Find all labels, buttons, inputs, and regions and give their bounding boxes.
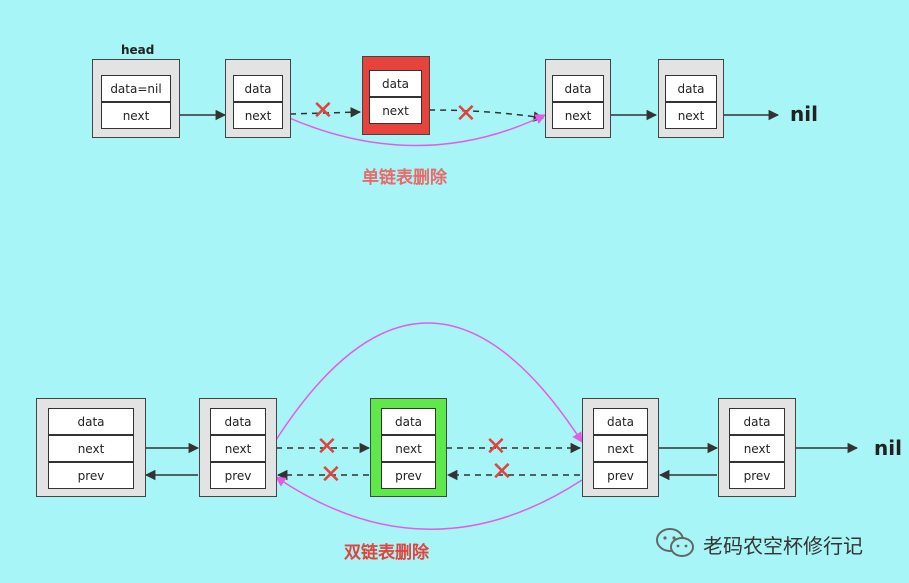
double-node-0-cell-1: next [48,435,134,462]
single-node-1-cell-0: data [233,75,283,102]
single-node-3-cell-1: next [552,102,604,129]
double-nil-label: nil [874,436,902,460]
single-node-2-cell-1: next [369,97,422,124]
single-link-deleted-to-node3 [428,109,545,122]
double-node-3-cell-0: data [593,408,648,435]
double-node-4-cell-2: prev [729,462,785,489]
single-node-3-cell-0: data [552,75,604,102]
single-cross-1: ✕ [312,96,334,126]
double-cross-prev-2: ✕ [491,457,513,487]
double-bypass-prev-arc [275,476,583,530]
double-node-0-cell-0: data [48,408,134,435]
double-node-2-cell-2: prev [381,462,436,489]
wechat-logo-icon [656,528,694,557]
single-node-2-cell-0: data [369,70,422,97]
single-node-1-cell-1: next [233,102,283,129]
watermark-text: 老码农空杯修行记 [703,534,863,558]
double-cross-next-2: ✕ [485,432,507,462]
single-link-node1-to-deleted [289,107,362,118]
single-node-0-cell-0: data=nil [101,75,171,102]
single-bypass-arc [286,114,546,147]
double-node-1-cell-1: next [210,435,266,462]
single-node-4-cell-0: data [665,75,717,102]
double-cross-next-1: ✕ [316,432,338,462]
double-node-3-cell-1: next [593,435,648,462]
single-node-0-cell-1: next [101,102,171,129]
double-cross-prev-1: ✕ [320,460,342,490]
single-cross-2: ✕ [455,99,477,129]
double-node-0-cell-2: prev [48,462,134,489]
head-label: head [121,43,155,57]
double-node-4-cell-0: data [729,408,785,435]
double-list-caption: 双链表删除 [344,543,429,563]
double-node-1-cell-0: data [210,408,266,435]
single-nil-label: nil [790,102,818,126]
double-node-4-cell-1: next [729,435,785,462]
double-node-1-cell-2: prev [210,462,266,489]
double-node-2-cell-1: next [381,435,436,462]
double-node-2-cell-0: data [381,408,436,435]
single-list-caption: 单链表删除 [362,168,447,188]
single-node-4-cell-1: next [665,102,717,129]
double-bypass-next-arc [275,322,583,443]
double-node-3-cell-2: prev [593,462,648,489]
